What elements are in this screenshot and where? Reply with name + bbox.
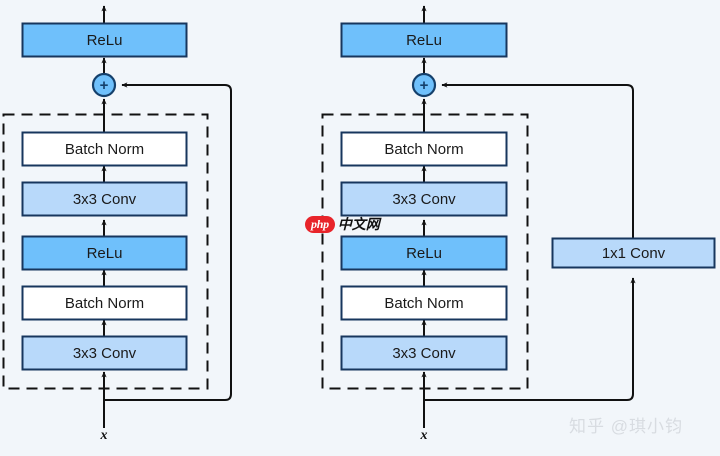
- left-layer-2-label: ReLu: [87, 245, 123, 262]
- right-layer-1-label: 3x3 Conv: [392, 191, 456, 208]
- right-adder-symbol: +: [420, 77, 429, 94]
- left-layer-batchnorm-top: Batch Norm: [21, 131, 188, 167]
- left-adder: +: [91, 72, 117, 98]
- left-dashed-group: [2, 113, 209, 390]
- left-adder-symbol: +: [100, 77, 109, 94]
- right-layer-conv-bottom: 3x3 Conv: [340, 335, 508, 371]
- right-shortcut-conv-label: 1x1 Conv: [602, 245, 666, 262]
- right-layer-4-label: 3x3 Conv: [392, 345, 456, 362]
- right-layer-0-label: Batch Norm: [384, 141, 463, 158]
- right-layer-relu-mid: ReLu: [340, 235, 508, 271]
- right-input-label: x: [420, 428, 428, 443]
- left-output-relu-node: ReLu: [21, 22, 188, 58]
- right-output-relu-node: ReLu: [340, 22, 508, 58]
- left-layer-conv-bottom: 3x3 Conv: [21, 335, 188, 371]
- left-layer-3-label: Batch Norm: [65, 295, 144, 312]
- left-layer-conv-top: 3x3 Conv: [21, 181, 188, 217]
- right-layer-batchnorm-top: Batch Norm: [340, 131, 508, 167]
- right-layer-conv-top: 3x3 Conv: [340, 181, 508, 217]
- left-residual-block: + ReLu Batch Norm 3x3 Conv ReLu: [2, 5, 232, 443]
- right-output-relu-label: ReLu: [406, 32, 442, 49]
- left-identity-shortcut: [104, 82, 232, 401]
- right-residual-block: + ReLu Batch Norm 3x3 Conv ReLu: [321, 5, 716, 443]
- right-layer-batchnorm-bottom: Batch Norm: [340, 285, 508, 321]
- right-shortcut-to-projection: [424, 277, 636, 401]
- left-layer-4-label: 3x3 Conv: [73, 345, 137, 362]
- right-adder: +: [411, 72, 437, 98]
- right-layer-2-label: ReLu: [406, 245, 442, 262]
- left-output-relu-label: ReLu: [87, 32, 123, 49]
- left-layer-relu-mid: ReLu: [21, 235, 188, 271]
- right-shortcut-conv-node: 1x1 Conv: [551, 237, 716, 269]
- left-layer-batchnorm-bottom: Batch Norm: [21, 285, 188, 321]
- left-layer-0-label: Batch Norm: [65, 141, 144, 158]
- right-projection-to-adder: [441, 82, 634, 238]
- left-input-label: x: [100, 428, 108, 443]
- left-layer-1-label: 3x3 Conv: [73, 191, 137, 208]
- right-layer-3-label: Batch Norm: [384, 295, 463, 312]
